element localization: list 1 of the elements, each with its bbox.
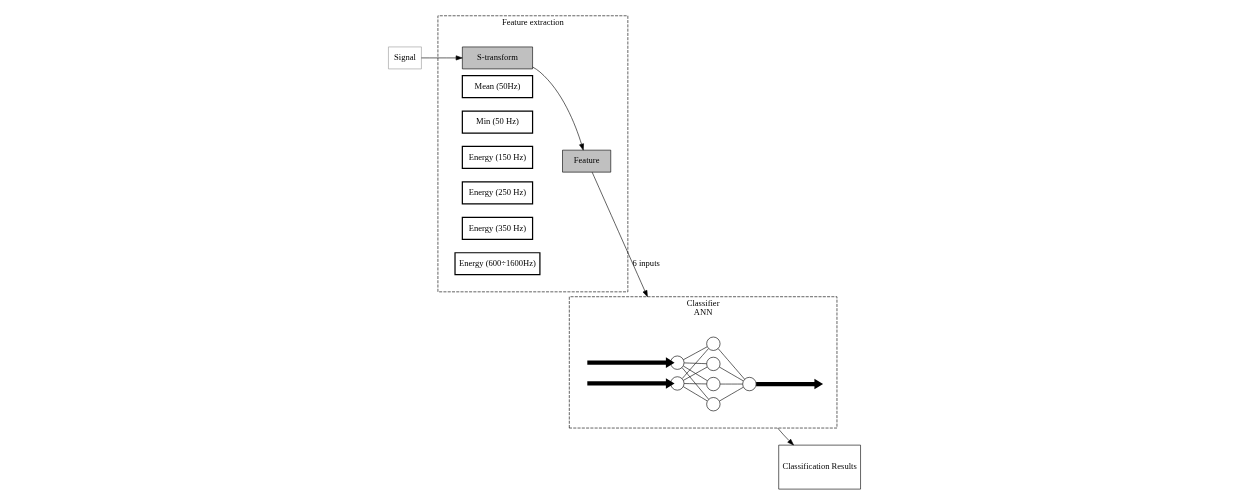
edge-label: 6 inputs [632,257,660,268]
